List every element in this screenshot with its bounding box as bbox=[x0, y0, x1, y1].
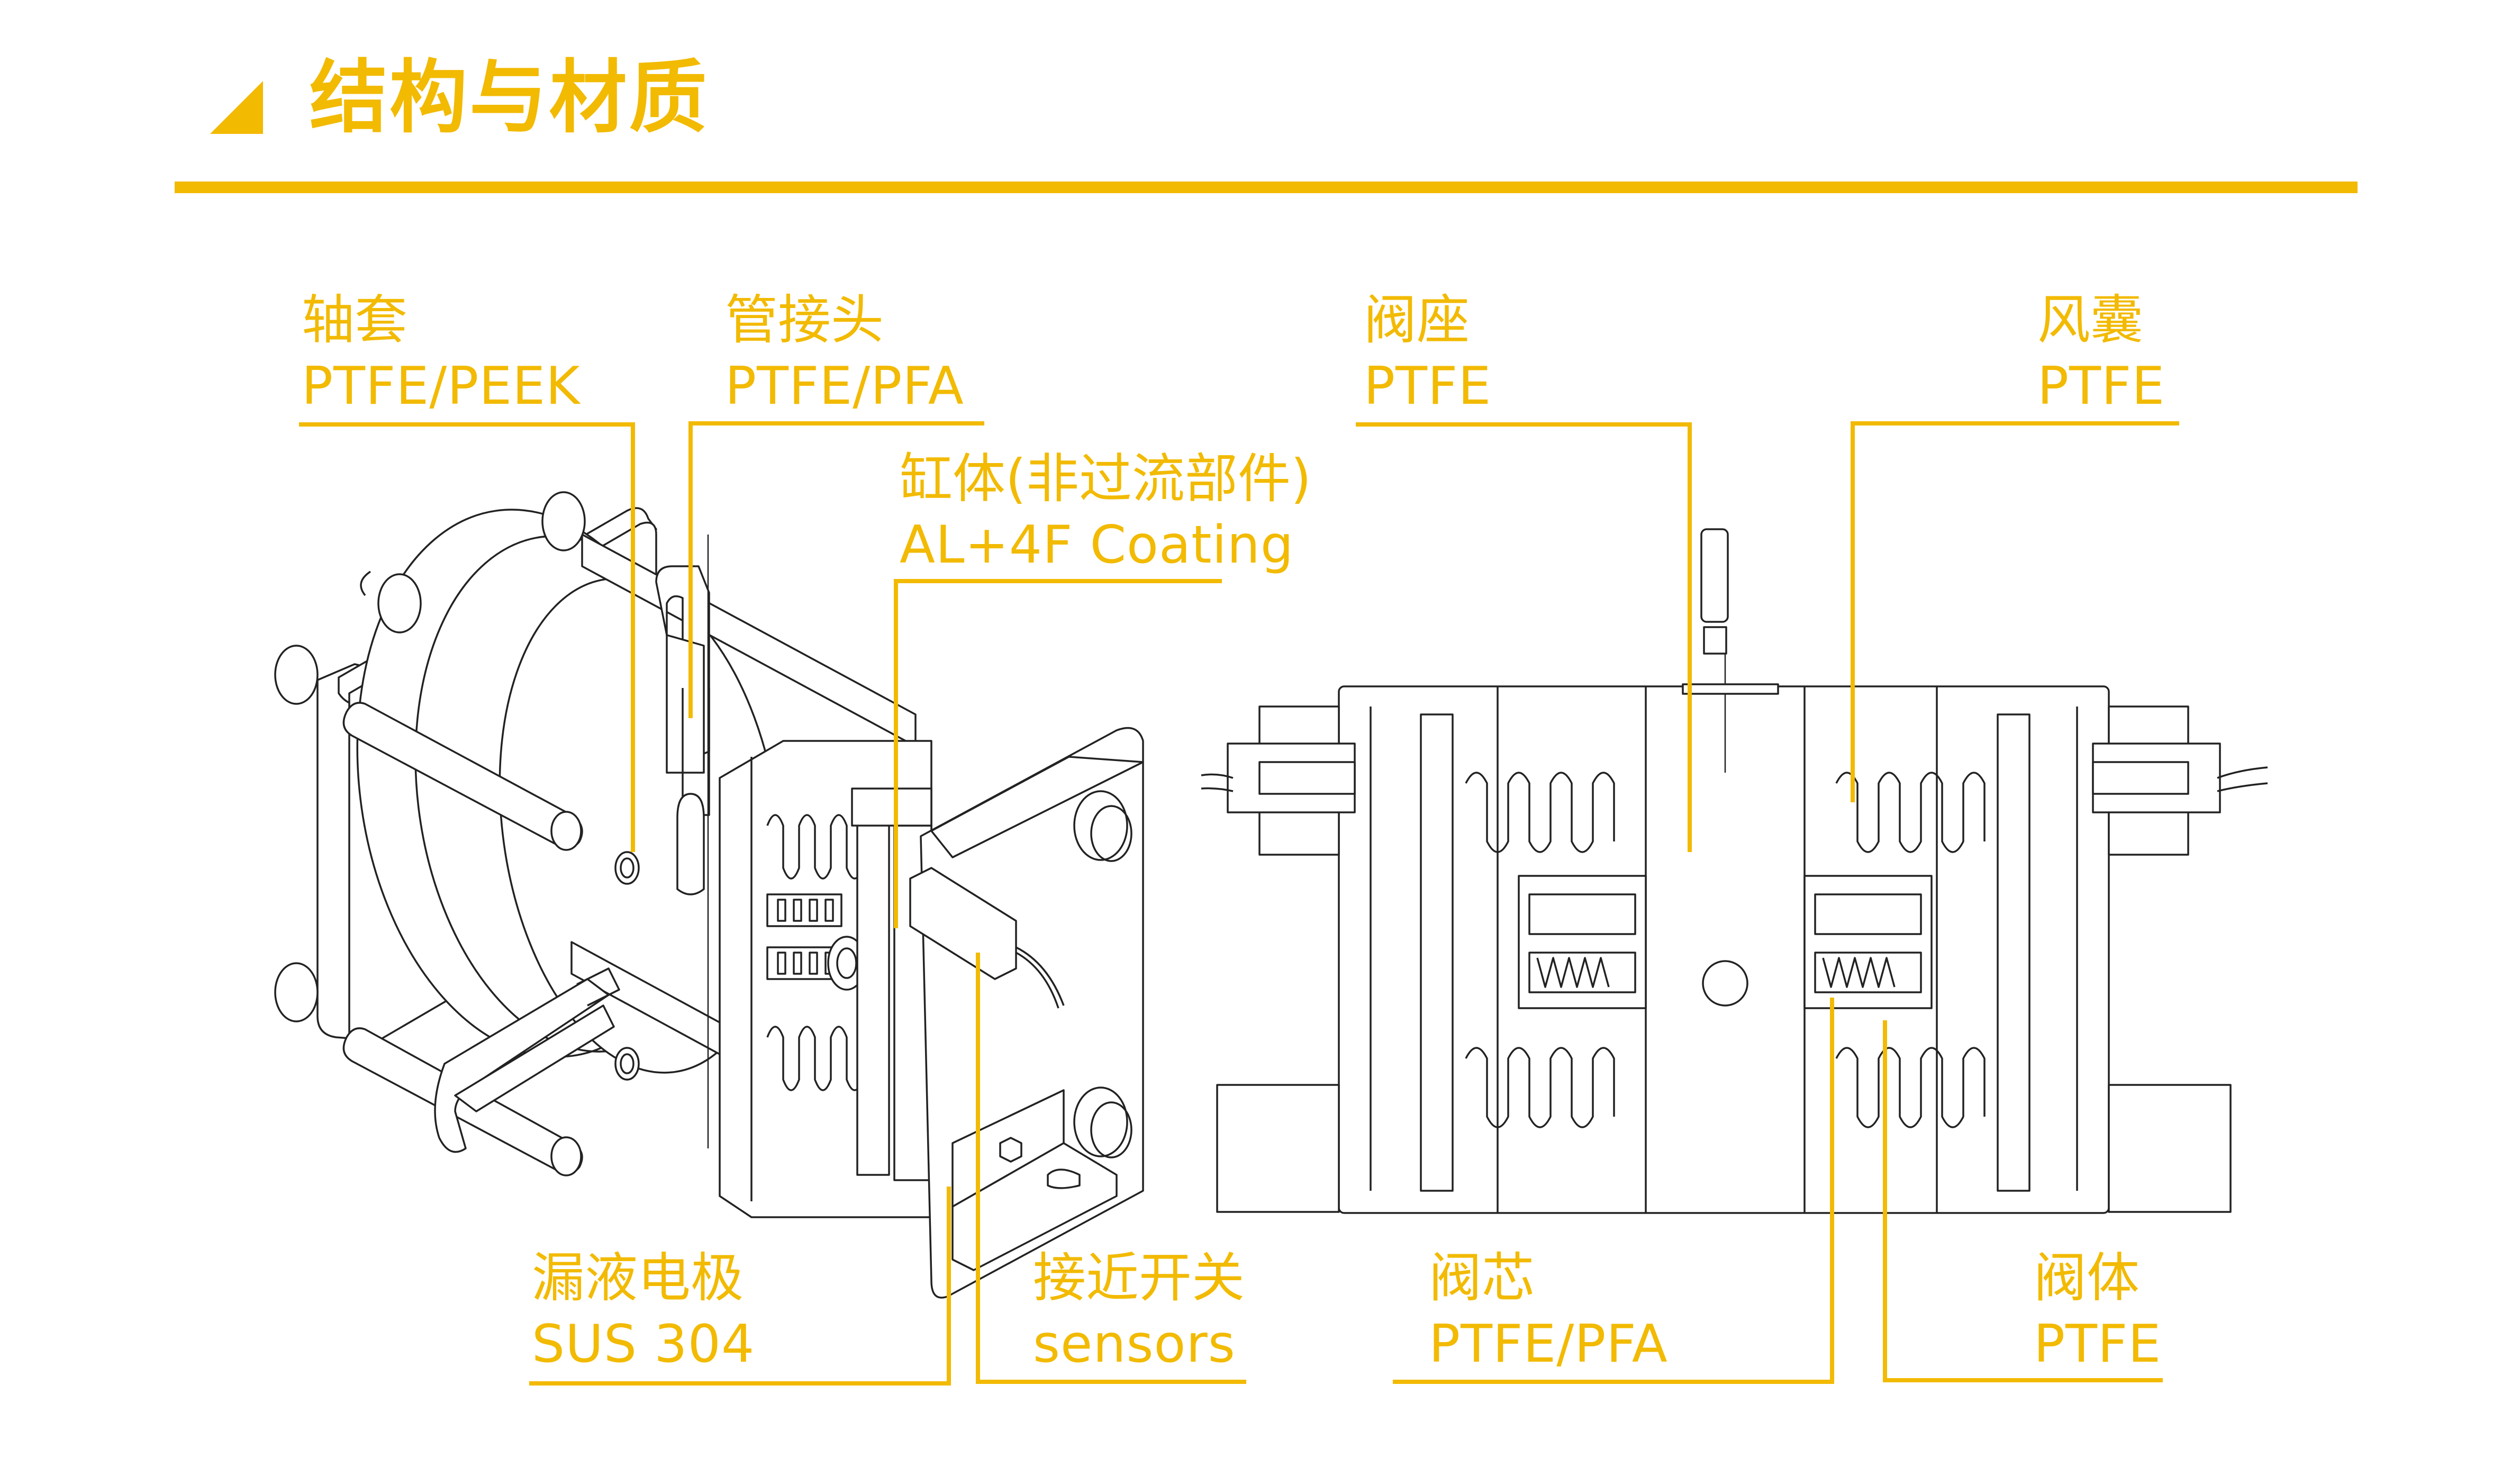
leader-bellows bbox=[1851, 421, 2179, 802]
triangle-marker-icon bbox=[210, 81, 263, 134]
callout-material: PTFE/PFA bbox=[725, 356, 964, 416]
leader-lines bbox=[299, 421, 2179, 1386]
callout-bellows: 风囊 PTFE bbox=[2037, 289, 2165, 416]
bellows-right-top bbox=[1835, 772, 1986, 853]
callout-cylinder-body: 缸体(非过流部件) AL+4F Coating bbox=[900, 448, 1312, 575]
callout-leak-electrode: 漏液电极 SUS 304 bbox=[532, 1247, 755, 1374]
cutaway-section bbox=[719, 740, 932, 1218]
bellows-left-top bbox=[1465, 772, 1615, 853]
callout-material: PTFE bbox=[2037, 356, 2165, 416]
lower-tube-fitting bbox=[434, 967, 620, 1153]
callout-material: sensors bbox=[1033, 1314, 1236, 1374]
callout-name: 轴套 bbox=[302, 289, 407, 351]
bellows-left-bottom bbox=[1465, 1047, 1615, 1128]
leader-cylinder-body bbox=[894, 579, 1222, 928]
callout-material: SUS 304 bbox=[532, 1314, 755, 1374]
back-nuts bbox=[274, 491, 586, 1022]
port-lower bbox=[614, 1047, 640, 1081]
callout-proximity-switch: 接近开关 sensors bbox=[1033, 1247, 1245, 1374]
callout-bushing: 轴套 PTFE/PEEK bbox=[302, 289, 581, 416]
leader-bushing bbox=[299, 422, 635, 852]
valve-core-left bbox=[1518, 875, 1647, 1009]
right-foot bbox=[2108, 1084, 2232, 1213]
callout-name: 接近开关 bbox=[1033, 1247, 1245, 1309]
adjuster-tool bbox=[1682, 528, 1779, 773]
right-fitting bbox=[2092, 742, 2268, 813]
leader-tube-fitting bbox=[688, 421, 984, 718]
leader-valve-seat bbox=[1356, 422, 1692, 852]
leader-valve-core bbox=[1393, 998, 1834, 1384]
callout-material: PTFE bbox=[2034, 1314, 2162, 1374]
callout-name: 缸体(非过流部件) bbox=[900, 448, 1312, 510]
left-fitting bbox=[1201, 742, 1356, 813]
bellows-right-bottom bbox=[1835, 1047, 1986, 1128]
callout-name: 阀座 bbox=[1364, 289, 1470, 351]
callout-name: 漏液电极 bbox=[532, 1247, 744, 1309]
center-port bbox=[1702, 960, 1748, 1007]
port-upper bbox=[614, 851, 640, 885]
leader-leak-electrode bbox=[529, 1187, 951, 1386]
callout-valve-core: 阀芯 PTFE/PFA bbox=[1429, 1247, 1668, 1374]
title-divider bbox=[175, 182, 2358, 193]
callout-valve-seat: 阀座 PTFE bbox=[1364, 289, 1492, 416]
cylinder-plate bbox=[856, 803, 890, 1176]
upper-tube-fitting bbox=[655, 565, 710, 895]
left-foot bbox=[1216, 1084, 1340, 1213]
callout-name: 阀芯 bbox=[1429, 1247, 1535, 1309]
callout-material: PTFE/PEEK bbox=[302, 356, 581, 416]
callout-name: 阀体 bbox=[2034, 1247, 2140, 1309]
page-title: 结构与材质 bbox=[310, 52, 709, 144]
left-plate bbox=[1420, 713, 1454, 1192]
mounting-bracket bbox=[951, 1089, 1118, 1271]
callout-material: AL+4F Coating bbox=[900, 515, 1294, 575]
callout-material: PTFE bbox=[1364, 356, 1492, 416]
callout-name: 管接头 bbox=[725, 289, 884, 351]
housing-outline bbox=[1338, 685, 2110, 1214]
leader-valve-body bbox=[1883, 1020, 2163, 1382]
leader-proximity-switch bbox=[976, 953, 1246, 1384]
right-plate bbox=[1997, 713, 2030, 1192]
proximity-sensor bbox=[909, 867, 1065, 1009]
callout-name: 风囊 bbox=[2037, 289, 2143, 351]
section-pump-drawing bbox=[1201, 528, 2268, 1214]
valve-core-right bbox=[1803, 875, 1933, 1009]
callout-tube-fitting: 管接头 PTFE/PFA bbox=[725, 289, 964, 416]
isometric-pump-drawing bbox=[274, 491, 1144, 1299]
callout-valve-body: 阀体 PTFE bbox=[2034, 1247, 2162, 1374]
callout-material: PTFE/PFA bbox=[1429, 1314, 1668, 1374]
